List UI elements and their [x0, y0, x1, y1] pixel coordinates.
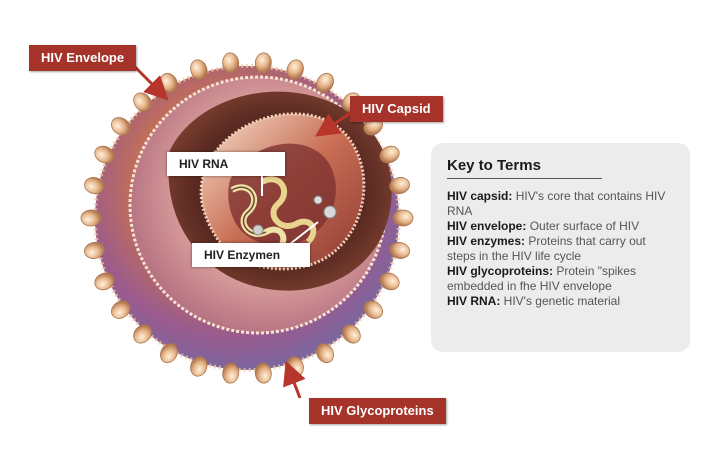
key-definition: HIV's genetic material: [500, 294, 621, 308]
key-list: HIV capsid: HIV's core that contains HIV…: [447, 189, 676, 309]
key-title: Key to Terms: [447, 157, 602, 179]
glycoprotein-spike: [160, 343, 178, 364]
glycoprotein-spike: [94, 145, 115, 164]
enzyme-sphere: [252, 224, 264, 236]
glycoprotein-spike: [111, 300, 131, 319]
key-definition: Outer surface of HIV: [526, 219, 640, 233]
label-hiv-envelope: HIV Envelope: [29, 45, 137, 71]
glycoprotein-spike: [254, 52, 272, 74]
rna-helix: [230, 176, 317, 253]
glycoprotein-spike: [84, 241, 105, 259]
glycoprotein-spike: [286, 59, 304, 80]
glycoprotein-spike: [379, 272, 400, 291]
glycoprotein-spike: [363, 300, 383, 319]
glycoprotein-spike: [316, 72, 334, 93]
glycoprotein-spike: [389, 177, 410, 195]
glycoprotein-spike: [392, 209, 414, 227]
label-hiv-glycoproteins: HIV Glycoproteins: [309, 398, 446, 424]
glycoprotein-spike: [94, 272, 115, 291]
glycoproteins-arrow: [283, 360, 306, 399]
glycoprotein-spike: [316, 343, 334, 364]
glycoprotein-spike: [80, 209, 102, 227]
label-hiv-capsid: HIV Capsid: [350, 96, 443, 122]
glycoprotein-spike: [254, 362, 272, 384]
glycoprotein-spike: [190, 356, 208, 377]
enzyme-sphere: [313, 195, 323, 205]
envelope-arrow: [130, 62, 169, 101]
glycoprotein-spike: [111, 117, 131, 136]
key-term: HIV RNA:: [447, 294, 501, 308]
key-definition: Proteins that carry out steps in the HIV…: [447, 234, 646, 263]
enzymes-arrow: [289, 221, 319, 245]
key-term: HIV enzymes:: [447, 234, 526, 248]
label-hiv-enzymen: HIV Enzymen: [192, 243, 310, 267]
key-term: HIV glycoproteins:: [447, 264, 554, 278]
white-arrows: [261, 176, 319, 245]
glycoprotein-spike: [222, 52, 240, 74]
key-item-rna: HIV RNA: HIV's genetic material: [447, 294, 676, 309]
glycoprotein-spike: [84, 177, 105, 195]
label-hiv-rna: HIV RNA: [167, 152, 285, 176]
key-to-terms-panel: Key to Terms HIV capsid: HIV's core that…: [431, 143, 690, 352]
key-item-capsid: HIV capsid: HIV's core that contains HIV…: [447, 189, 676, 219]
glycoprotein-spike: [389, 241, 410, 259]
key-definition: HIV's core that contains HIV RNA: [447, 189, 666, 218]
glycoprotein-spike: [222, 362, 240, 384]
key-item-enzymes: HIV enzymes: Proteins that carry out ste…: [447, 234, 676, 264]
key-term: HIV capsid:: [447, 189, 513, 203]
enzyme-sphere: [323, 205, 337, 219]
key-term: HIV envelope:: [447, 219, 527, 233]
glycoprotein-spike: [379, 145, 400, 164]
key-definition: Protein "spikes embedded in fhe HIV enve…: [447, 264, 636, 293]
key-item-glycoproteins: HIV glycoproteins: Protein "spikes embed…: [447, 264, 676, 294]
glycoprotein-spike: [190, 59, 208, 80]
glycoprotein-spike: [342, 324, 361, 344]
glycoprotein-spike: [133, 324, 152, 344]
key-item-envelope: HIV envelope: Outer surface of HIV: [447, 219, 676, 234]
